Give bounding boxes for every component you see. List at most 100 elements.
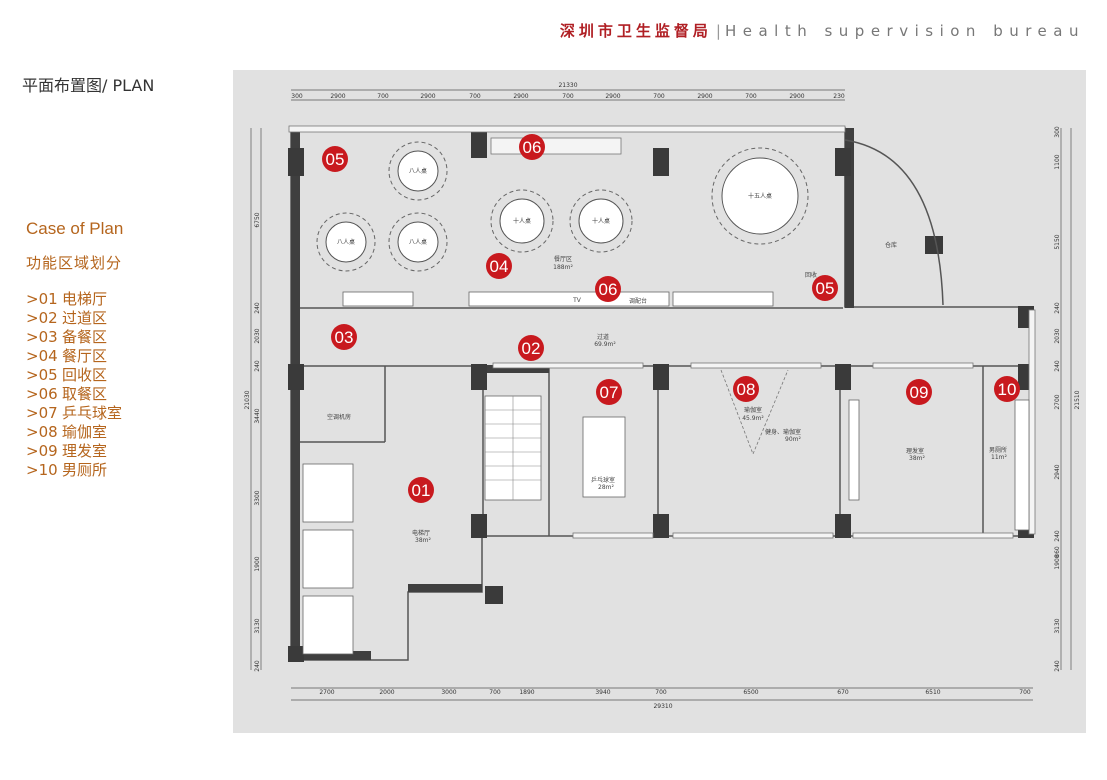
zone-marker: 06 [595, 276, 621, 302]
case-subtitle: 功能区域划分 [26, 254, 123, 272]
dim-text: 2700 [1054, 394, 1061, 409]
dim-text: 6750 [254, 212, 261, 227]
window-right [1028, 309, 1036, 535]
counter [342, 291, 414, 307]
table-fifteen [721, 157, 799, 235]
dim-text: 2940 [1054, 464, 1061, 479]
zone-marker-label: 06 [599, 280, 618, 299]
legend-code: >03 [26, 328, 58, 346]
room-label: 乒乓球室 [591, 476, 615, 484]
dim-text: 1890 [519, 689, 534, 696]
columns [288, 130, 1034, 662]
room-label: 餐厅区 [554, 255, 572, 263]
legend-code: >05 [26, 366, 58, 384]
dim-text: 230 [833, 93, 845, 100]
barber-counter [848, 399, 860, 501]
zone-marker: 07 [596, 379, 622, 405]
dim-text: 2900 [420, 93, 435, 100]
dim-text: 300 [291, 93, 303, 100]
dim-text: 240 [254, 302, 261, 314]
dim-text: 700 [655, 689, 667, 696]
pingpong-table [582, 416, 626, 498]
case-title: Case of Plan [26, 219, 124, 238]
column [288, 148, 304, 176]
zone-marker-dot [906, 379, 932, 405]
legend-label: 餐厅区 [62, 347, 108, 365]
table-eight [397, 221, 439, 263]
zone-marker-dot [518, 335, 544, 361]
room-label: 仓库 [885, 241, 897, 249]
elevator [302, 529, 354, 589]
room-area: 45.9m² [742, 415, 764, 422]
dim-text: 3130 [1054, 618, 1061, 633]
zone-marker: 10 [994, 376, 1020, 402]
dim-top: 21330 300 2900 700 2900 700 2900 700 290… [291, 82, 845, 100]
column [925, 236, 943, 254]
dim-total-text: 21510 [1074, 390, 1081, 409]
zone-marker: 06 [519, 134, 545, 160]
table-label: 十五人桌 [748, 192, 772, 200]
wall-stair-thick [473, 365, 549, 373]
table-eight [397, 150, 439, 192]
column [471, 130, 487, 158]
zone-marker-dot [519, 134, 545, 160]
zone-marker: 09 [906, 379, 932, 405]
dim-text: 6500 [743, 689, 758, 696]
zone-marker-dot [408, 477, 434, 503]
dim-text: 2900 [605, 93, 620, 100]
zone-marker: 03 [331, 324, 357, 350]
dim-right: 300 1100 5150 240 2030 240 2700 2940 240… [1054, 126, 1081, 672]
dim-text: 240 [1054, 530, 1061, 542]
zone-marker-dot [331, 324, 357, 350]
room-label: 瑜伽室 [744, 406, 762, 414]
zone-marker-dot [733, 376, 759, 402]
window [492, 362, 644, 369]
legend-label: 瑜伽室 [62, 423, 108, 441]
zone-marker-label: 01 [412, 481, 431, 500]
column [835, 148, 851, 176]
projection-beam [720, 369, 789, 456]
chair-ring [711, 147, 809, 245]
wall-mid-thick [408, 584, 482, 592]
chair-ring [316, 212, 376, 272]
tv-label: TV [572, 297, 582, 304]
dim-text: 1100 [1054, 154, 1061, 169]
dim-text: 700 [1019, 689, 1031, 696]
dim-text: 240 [1054, 360, 1061, 372]
toilet-partition [1014, 399, 1030, 531]
column [653, 148, 669, 176]
room-label: 理发室 [906, 447, 924, 455]
room-area: 38m² [415, 537, 431, 544]
dim-text: 2030 [1054, 328, 1061, 343]
zone-marker-dot [322, 146, 348, 172]
wall-left-thick [291, 128, 300, 660]
org-name-en: Health supervision bureau [724, 22, 1085, 40]
legend-code: >06 [26, 385, 58, 403]
furniture [302, 291, 1030, 655]
zone-marker-label: 06 [523, 138, 542, 157]
window [852, 532, 1014, 539]
dim-text: 700 [653, 93, 665, 100]
chair-ring [569, 189, 633, 253]
column [835, 514, 851, 538]
elevator [302, 595, 354, 655]
counter [672, 291, 774, 307]
dim-total-text: 21330 [558, 82, 577, 89]
column [471, 514, 487, 538]
zone-marker: 05 [812, 275, 838, 301]
dim-text: 2000 [379, 689, 394, 696]
legend-label: 取餐区 [62, 385, 108, 403]
dim-text: 3300 [254, 490, 261, 505]
dim-text: 3940 [595, 689, 610, 696]
legend-label: 乒乓球室 [62, 404, 123, 422]
dim-total-text: 29310 [653, 703, 672, 710]
column [835, 364, 851, 390]
elevator [302, 463, 354, 523]
zone-marker-label: 03 [335, 328, 354, 347]
